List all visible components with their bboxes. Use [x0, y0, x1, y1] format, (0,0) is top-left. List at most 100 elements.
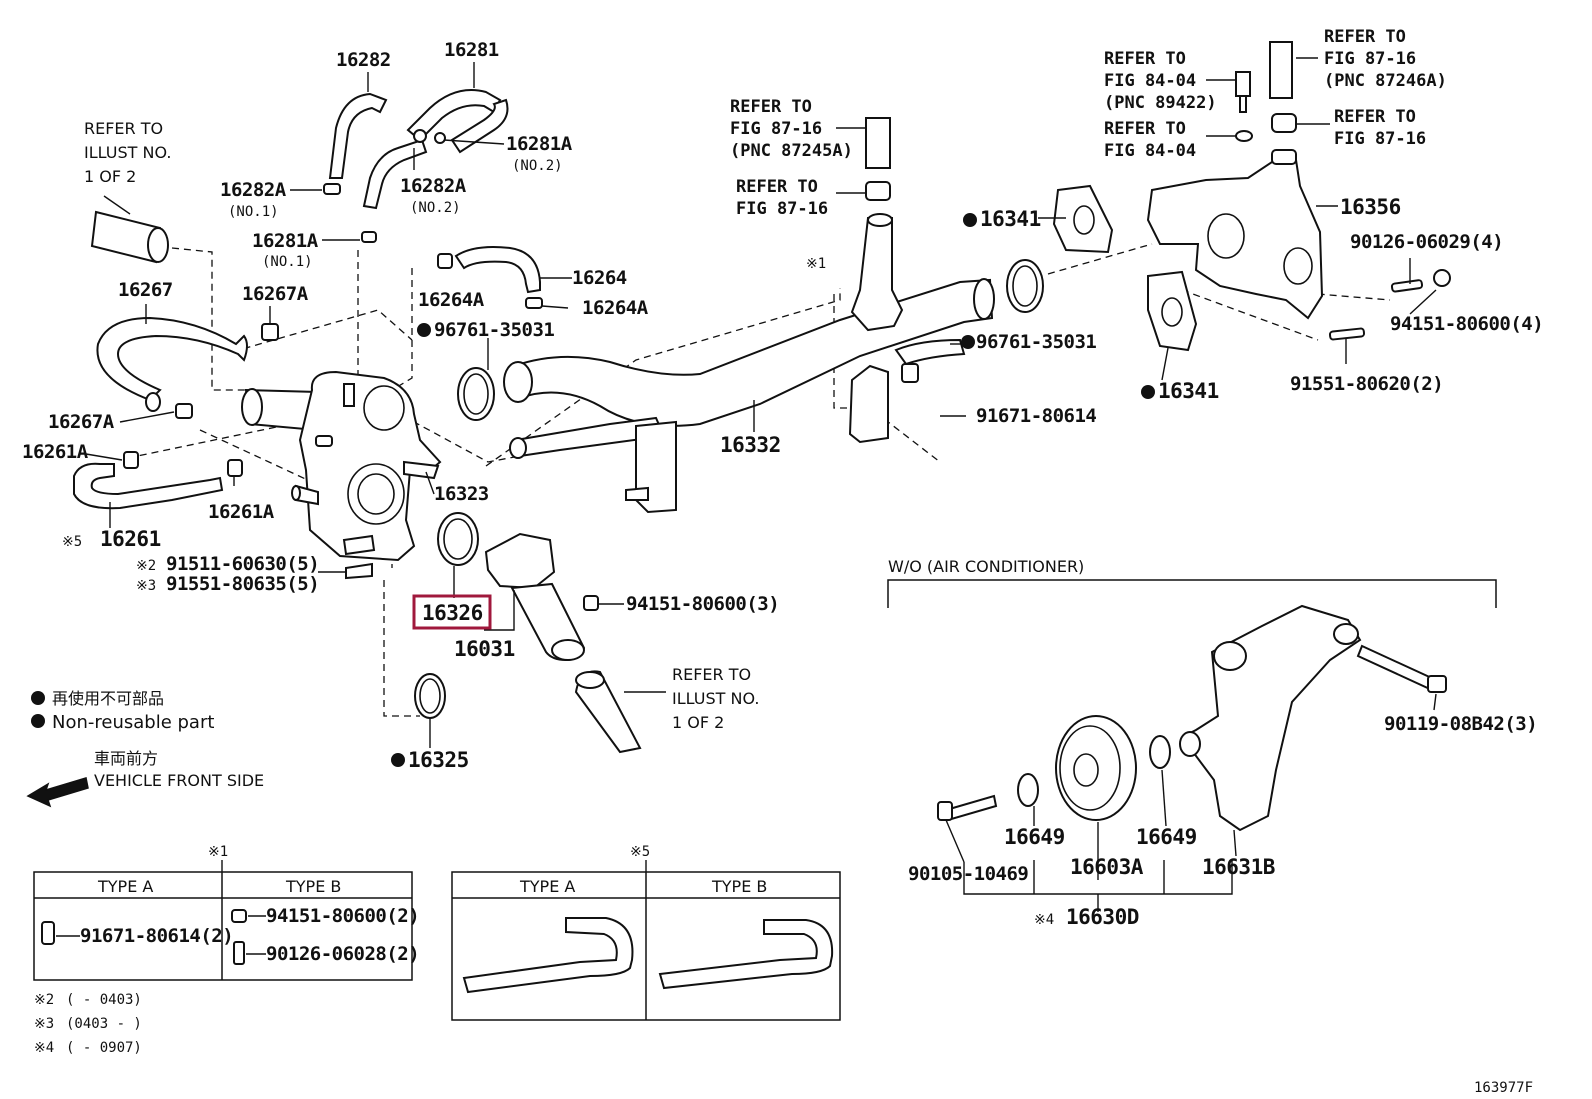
refer-labels: REFER TO ILLUST NO. 1 OF 2 REFER TO ILLU…: [84, 27, 1447, 732]
label-16281A-no2: 16281A: [506, 133, 573, 155]
mark-1: ※1: [806, 256, 826, 272]
wo-ac-bracket: [887, 579, 1497, 608]
label-16323: 16323: [434, 483, 489, 505]
label-91671: 91671-80614: [976, 405, 1096, 427]
refer-illust-top-1: REFER TO: [84, 119, 163, 138]
note-mark-2: ※2: [34, 992, 54, 1008]
table1-type-b: TYPE B: [285, 877, 341, 896]
legend-dot-jp: [31, 691, 45, 705]
label-16649-left: 16649: [1004, 825, 1065, 849]
refer-illust-top-3: 1 OF 2: [84, 167, 136, 186]
table1-b-part1: 94151-80600(2): [266, 905, 419, 927]
label-16281A-no1: 16281A: [252, 230, 319, 252]
refer-84-04-b-2: FIG 84-04: [1104, 141, 1196, 161]
label-91551-80635: 91551-80635(5): [166, 573, 319, 595]
label-16603A: 16603A: [1070, 855, 1144, 879]
legend: 再使用不可部品 Non-reusable part 車両前方 VEHICLE F…: [26, 689, 264, 808]
table1-mark: ※1: [208, 844, 228, 860]
label-16267: 16267: [118, 279, 173, 301]
label-16031: 16031: [454, 637, 515, 661]
hose-16267: [96, 316, 279, 419]
leader-lines: [85, 57, 1437, 912]
non-reusable-dot: [961, 335, 975, 349]
pipe-16332: [503, 213, 1044, 514]
table5-mark: ※5: [630, 844, 650, 860]
non-reusable-dot: [417, 323, 431, 337]
refer-illust-bottom-3: 1 OF 2: [672, 713, 724, 732]
note-2: ( - 0403): [66, 992, 142, 1008]
label-16332: 16332: [720, 433, 781, 457]
label-16264A-right: 16264A: [582, 297, 649, 319]
label-no1-a: (NO.1): [228, 204, 279, 220]
label-94151-3: 94151-80600(3): [626, 593, 779, 615]
note-mark-3: ※3: [34, 1016, 54, 1032]
refer-84-04-a-1: REFER TO: [1104, 49, 1186, 69]
label-16630D: 16630D: [1066, 905, 1139, 929]
refer-illust-bottom-2: ILLUST NO.: [672, 689, 759, 708]
bolt-icon: [41, 921, 55, 945]
mark-5: ※5: [62, 534, 82, 550]
label-16631B: 16631B: [1202, 855, 1275, 879]
label-16261A-left: 16261A: [22, 441, 89, 463]
pulley-16603A: [937, 715, 1171, 822]
label-16356: 16356: [1340, 195, 1401, 219]
mark-4: ※4: [1034, 912, 1054, 928]
legend-non-reusable-en: Non-reusable part: [52, 712, 214, 733]
label-96761-right: 96761-35031: [976, 331, 1096, 353]
label-16325: 16325: [408, 748, 469, 772]
gaskets-left: [414, 367, 495, 719]
legend-non-reusable-jp: 再使用不可部品: [52, 689, 164, 708]
refer-87-16-b-2: FIG 87-16: [736, 199, 828, 219]
pipe-refer-bottom: [574, 670, 642, 754]
bracket-16631B: [1179, 604, 1447, 832]
label-no2-a: (NO.2): [512, 158, 563, 174]
refer-84-04-b-1: REFER TO: [1104, 119, 1186, 139]
wo-ac-title: W/O (AIR CONDITIONER): [888, 557, 1084, 576]
highlight-box-16326: [412, 594, 492, 630]
label-16649-right: 16649: [1136, 825, 1197, 849]
hose-16282-group: [323, 89, 509, 243]
refer-87-16-a-3: (PNC 87245A): [730, 141, 853, 161]
table1-b-part2: 90126-06028(2): [266, 943, 419, 965]
hose-16261: [73, 451, 243, 510]
label-16282: 16282: [336, 49, 391, 71]
label-16267A-upper: 16267A: [242, 283, 309, 305]
label-16282A-no1: 16282A: [220, 179, 287, 201]
refer-illust-bottom-1: REFER TO: [672, 665, 751, 684]
legend-front-en: VEHICLE FRONT SIDE: [94, 771, 264, 790]
label-16282A-no2: 16282A: [400, 175, 467, 197]
table1-type-a: TYPE A: [97, 877, 153, 896]
refer-illust-top-2: ILLUST NO.: [84, 143, 171, 162]
label-16261: 16261: [100, 527, 161, 551]
refer-87-16-d-1: REFER TO: [1334, 107, 1416, 127]
inlet-16031: [484, 532, 599, 662]
pipe-refer-top: [90, 210, 169, 264]
label-no2-b: (NO.2): [410, 200, 461, 216]
legend-front-jp: 車両前方: [94, 749, 158, 768]
refer-pipes-top-middle: [865, 41, 1297, 201]
label-91511: 91511-60630(5): [166, 553, 319, 575]
table-type-1: ※1 TYPE A TYPE B 91671-80614(2) 94151-80…: [33, 844, 420, 981]
label-16326: 16326: [422, 601, 483, 625]
label-16264A-left: 16264A: [418, 289, 485, 311]
label-16281: 16281: [444, 39, 499, 61]
label-16267A-lower: 16267A: [48, 411, 115, 433]
refer-87-16-c-3: (PNC 87246A): [1324, 71, 1447, 91]
non-reusable-dot: [963, 213, 977, 227]
part-number-labels: 16282 16281 16281A (NO.2) 16282A (NO.2) …: [22, 39, 1544, 929]
legend-dot-en: [31, 714, 45, 728]
table1-a-part: 91671-80614(2): [80, 925, 233, 947]
table5-type-a: TYPE A: [519, 877, 575, 896]
table5-type-b: TYPE B: [711, 877, 767, 896]
mark-3: ※3: [136, 578, 156, 594]
label-16261A-right: 16261A: [208, 501, 275, 523]
note-3: (0403 - ): [66, 1016, 142, 1032]
stud-icon: [233, 941, 245, 965]
label-94151-4: 94151-80600(4): [1390, 313, 1543, 335]
label-16341-bottom: 16341: [1158, 379, 1219, 403]
refer-87-16-c-1: REFER TO: [1324, 27, 1406, 47]
label-90105: 90105-10469: [908, 863, 1028, 885]
diagram-code: 163977F: [1474, 1080, 1533, 1096]
non-reusable-dot: [1141, 385, 1155, 399]
